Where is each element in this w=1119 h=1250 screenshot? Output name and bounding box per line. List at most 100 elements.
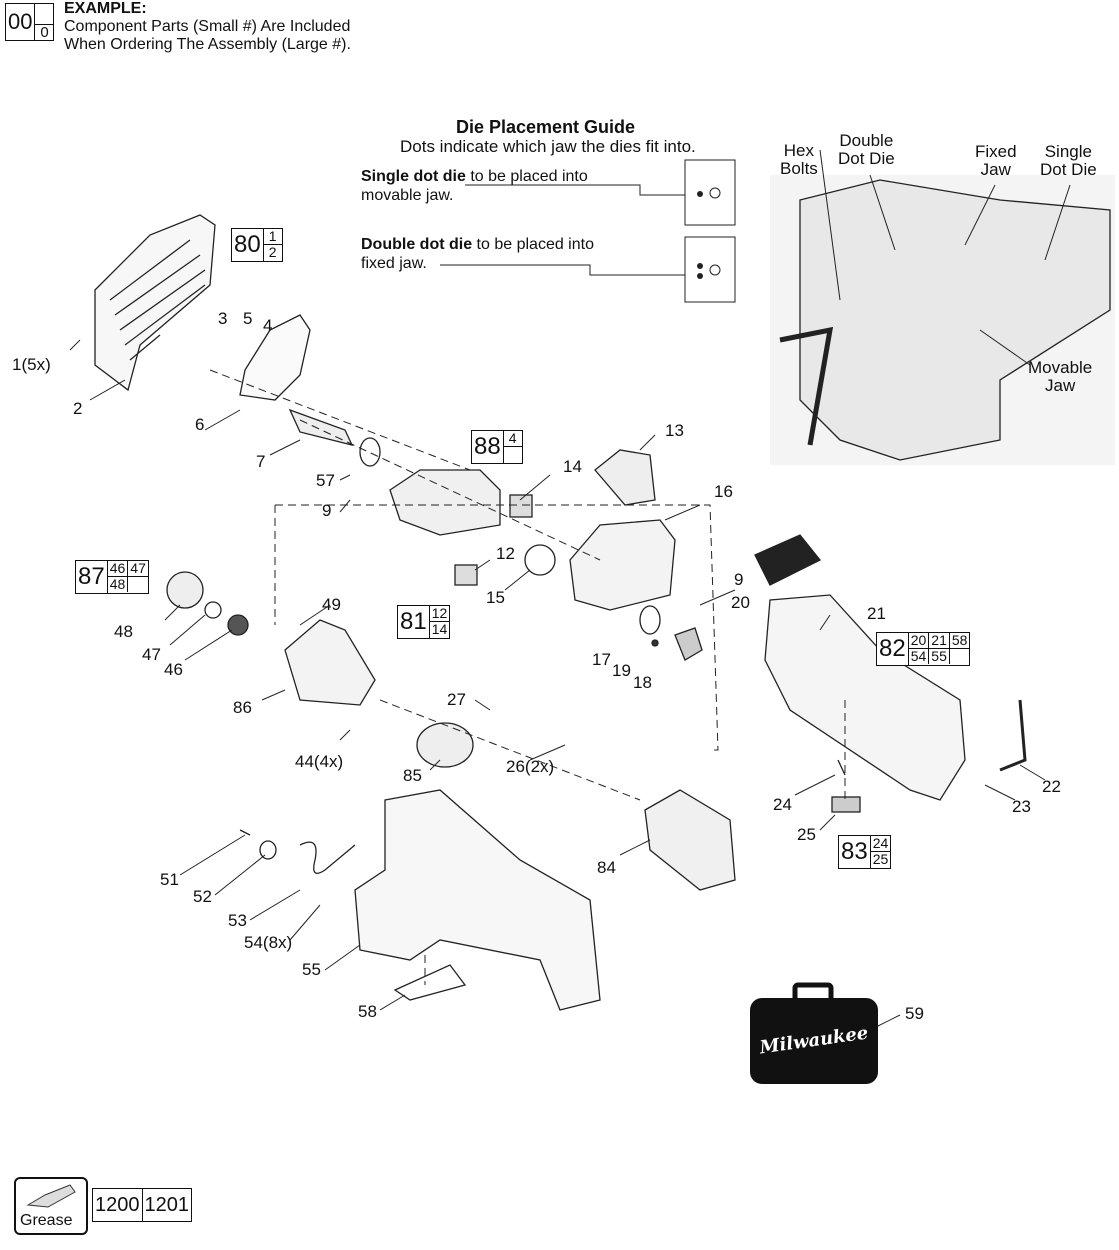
part-label-44: 44(4x)	[295, 752, 344, 771]
double-dot-die-illustration	[684, 236, 736, 303]
assembly-82-part-21: 21	[929, 633, 950, 649]
part-label-23: 23	[1012, 797, 1031, 816]
example-small-number: 0	[35, 24, 54, 40]
example-line-1: Component Parts (Small #) Are Included	[64, 18, 351, 35]
part-label-55: 55	[302, 960, 321, 979]
assembly-87: 87 46 47 48	[75, 560, 149, 594]
grease-box	[14, 1177, 88, 1235]
guide-single-line2: movable jaw.	[361, 187, 454, 204]
part-label-85: 85	[403, 766, 422, 785]
part-label-51: 51	[160, 870, 179, 889]
part-label-14: 14	[563, 457, 582, 476]
grease-tube-icon	[26, 1184, 76, 1208]
example-big-number: 00	[6, 4, 36, 40]
part-46-gear	[227, 614, 249, 636]
part-label-19: 19	[612, 661, 631, 680]
part-label-86: 86	[233, 698, 252, 717]
part-58-label	[393, 964, 467, 1001]
callout-double-dot-die: Double Dot Die	[838, 131, 895, 168]
part-47-ring	[204, 601, 222, 619]
assembly-83-part-24: 24	[870, 835, 891, 852]
part-label-9a: 9	[322, 501, 332, 520]
example-box: 00 0	[5, 3, 55, 41]
part-label-52: 52	[193, 887, 212, 906]
grease-code-1201: 1201	[144, 1193, 190, 1216]
part-label-47: 47	[142, 645, 161, 664]
part-55-handle	[354, 789, 601, 1011]
part-label-49: 49	[322, 595, 341, 614]
part-label-46: 46	[164, 660, 183, 679]
part-label-17: 17	[592, 650, 611, 669]
part-label-24: 24	[773, 795, 792, 814]
carrying-case	[750, 982, 878, 1084]
assembly-82-part-55: 55	[929, 649, 950, 664]
guide-single-rest: to be placed into	[465, 168, 588, 185]
part-85-motor	[416, 722, 474, 768]
grease-codes: 1200 1201	[92, 1188, 192, 1222]
assembly-81-number: 81	[398, 606, 430, 638]
part-label-18: 18	[633, 673, 652, 692]
guide-double-text: Double dot die to be placed into fixed j…	[361, 235, 594, 273]
guide-single-bold: Single dot die	[361, 168, 466, 185]
assembly-88: 88 4	[471, 430, 523, 464]
part-24-spring	[837, 759, 846, 776]
guide-subtitle: Dots indicate which jaw the dies fit int…	[400, 137, 696, 156]
part-7-shaft	[288, 408, 354, 446]
part-label-58: 58	[358, 1002, 377, 1021]
assembly-88-part-2	[504, 447, 522, 462]
assembly-82-part-58: 58	[949, 632, 970, 649]
part-label-57: 57	[316, 471, 335, 490]
part-label-6: 6	[195, 415, 205, 434]
part-label-26: 26(2x)	[506, 757, 555, 776]
callout-fixed-jaw: Fixed Jaw	[975, 142, 1017, 179]
part-15-ring	[524, 544, 556, 576]
part-label-15: 15	[486, 588, 505, 607]
grease-code-1200: 1200	[93, 1189, 143, 1221]
assembly-81: 81 12 14	[397, 605, 451, 639]
part-label-5: 5	[243, 309, 253, 328]
assembly-81-part-12: 12	[429, 605, 450, 622]
assembly-87-part-47: 47	[128, 560, 148, 577]
guide-single-text: Single dot die to be placed into movable…	[361, 167, 588, 205]
part-12-die	[454, 564, 478, 586]
part-57-washer	[359, 437, 381, 467]
grease-label: Grease	[20, 1212, 73, 1229]
part-label-54: 54(8x)	[244, 933, 293, 952]
guide-double-bold: Double dot die	[361, 236, 473, 253]
assembly-87-part-46: 46	[107, 561, 129, 577]
assembly-83: 83 24 25	[838, 835, 892, 869]
part-13-cap	[594, 449, 656, 506]
assembly-80-part-1: 1	[263, 229, 282, 245]
assembly-82-part-20: 20	[908, 633, 930, 649]
assembly-80-number: 80	[232, 229, 264, 261]
part-label-12: 12	[496, 544, 515, 563]
part-label-4: 4	[263, 316, 273, 335]
part-48-coupler	[166, 571, 204, 609]
assembly-80: 80 1 2	[231, 228, 283, 262]
example-title: EXAMPLE:	[64, 0, 147, 17]
part-17-washer	[639, 605, 661, 635]
part-53-spring	[299, 841, 356, 874]
assembly-81-part-14: 14	[431, 621, 448, 637]
assembly-82-part-54: 54	[909, 649, 930, 664]
assembly-88-part-1: 4	[503, 431, 522, 447]
part-22-hex-key	[999, 699, 1027, 772]
part-label-27: 27	[447, 690, 466, 709]
part-label-16: 16	[714, 482, 733, 501]
callout-single-dot-die: Single Dot Die	[1040, 142, 1097, 179]
part-16-housing	[569, 519, 676, 611]
part-25-slider	[831, 796, 861, 813]
assembly-82: 82 20 21 58 54 55	[876, 632, 971, 666]
assembly-88-number: 88	[472, 431, 504, 463]
guide-title: Die Placement Guide	[456, 117, 636, 137]
part-label-48: 48	[114, 622, 133, 641]
single-dot-die-illustration	[684, 159, 736, 226]
part-52-washer	[259, 840, 277, 860]
assembly-83-part-25: 25	[872, 851, 889, 867]
part-label-20: 20	[731, 593, 750, 612]
part-88-jaw	[389, 469, 501, 536]
assembly-87-number: 87	[76, 561, 108, 593]
part-label-22: 22	[1042, 777, 1061, 796]
part-label-84: 84	[597, 858, 616, 877]
